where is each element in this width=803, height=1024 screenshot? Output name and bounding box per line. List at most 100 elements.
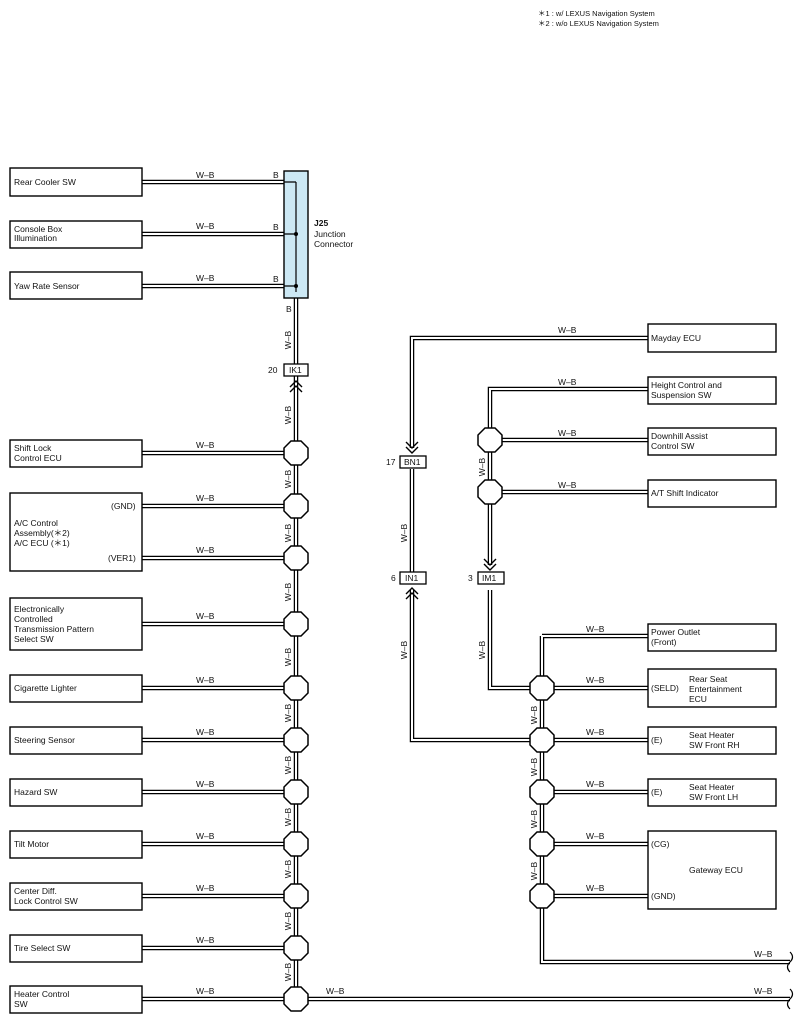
splice-octagon [283, 831, 309, 857]
j25-pin-label: B [286, 304, 292, 314]
component-label: Tilt Motor [14, 839, 49, 849]
connector-in1-name: IN1 [405, 573, 419, 583]
j25-splice-dot [294, 232, 298, 236]
splice-octagon [283, 883, 309, 909]
wire-color-label: W–B [754, 949, 773, 959]
component-label: Lock Control SW [14, 896, 78, 906]
component-center-diff-lock-control-sw: Center Diff. Lock Control SW [9, 882, 143, 911]
j25-pin-label: B [273, 222, 279, 232]
component-rear-seat-entertainment-ecu: Rear Seat Entertainment ECU (SELD) [647, 668, 777, 708]
component-power-outlet-front: Power Outlet (Front) [647, 623, 777, 652]
component-label: ECU [689, 694, 707, 704]
component-downhill-assist-control-sw: Downhill Assist Control SW [647, 427, 777, 456]
wire-color-label: W–B [529, 757, 539, 776]
wire-color-label: W–B [558, 377, 577, 387]
wire-color-label: W–B [283, 469, 293, 488]
wire-color-label: W–B [283, 703, 293, 722]
wire-color-labels: W–B W–B W–B W–B W–B W–B W–B W–B W–B W–B W–B W–B W–B W… [196, 170, 773, 996]
component-label: Tire Select SW [14, 943, 70, 953]
component-label: Entertainment [689, 684, 743, 694]
splice-octagon [283, 440, 309, 466]
component-tilt-motor: Tilt Motor [9, 830, 143, 859]
terminal-label: (SELD) [651, 683, 679, 693]
splice-octagon [529, 675, 555, 701]
wire-color-label: W–B [586, 624, 605, 634]
component-console-box-illumination: Console Box Illumination [9, 220, 143, 249]
splice-octagon [283, 493, 309, 519]
splice-octagon [283, 545, 309, 571]
component-transmission-pattern-select-sw: Electronically Controlled Transmission P… [9, 597, 143, 651]
connector-bn1: BN1 17 [386, 441, 427, 469]
component-label: SW [14, 999, 28, 1009]
component-label: Rear Seat [689, 674, 728, 684]
splice-octagon [529, 831, 555, 857]
terminal-label: (CG) [651, 839, 670, 849]
component-height-control-suspension-sw: Height Control and Suspension SW [647, 376, 777, 405]
component-label: Cigarette Lighter [14, 683, 77, 693]
connector-in1: IN1 6 [391, 571, 427, 600]
wire-color-label: W–B [283, 962, 293, 981]
wire-color-label: W–B [196, 273, 215, 283]
component-label: Console Box [14, 224, 63, 234]
junction-connector-j25: J25 Junction Connector B B B B [273, 170, 353, 314]
wire-color-label: W–B [196, 170, 215, 180]
wire-color-label: W–B [283, 755, 293, 774]
component-label: Suspension SW [651, 390, 711, 400]
note-no-navigation: ＊2 : w/o LEXUS Navigation System [538, 19, 659, 28]
terminal-label: (GND) [111, 501, 136, 511]
wire-color-label: W–B [196, 831, 215, 841]
component-label: A/T Shift Indicator [651, 488, 719, 498]
terminal-label: (E) [651, 787, 663, 797]
wire-color-label: W–B [283, 523, 293, 542]
component-label: Mayday ECU [651, 333, 701, 343]
connector-in1-pin: 6 [391, 573, 396, 583]
component-label: Yaw Rate Sensor [14, 281, 80, 291]
connector-arrow-icon [405, 587, 419, 600]
component-label: Rear Cooler SW [14, 177, 76, 187]
connector-arrow-icon [405, 441, 419, 454]
splice-octagon [529, 779, 555, 805]
wire-color-label: W–B [196, 727, 215, 737]
component-steering-sensor: Steering Sensor [9, 726, 143, 755]
wire-color-label: W–B [477, 457, 487, 476]
component-rear-cooler-sw: Rear Cooler SW [9, 167, 143, 197]
splice-octagon [283, 935, 309, 961]
wire-color-label: W–B [283, 911, 293, 930]
component-label: Power Outlet [651, 627, 701, 637]
wire-color-label: W–B [283, 647, 293, 666]
connector-im1: IM1 3 [468, 558, 505, 585]
component-label: Electronically [14, 604, 65, 614]
wire-color-label: W–B [196, 493, 215, 503]
wire-color-label: W–B [196, 986, 215, 996]
terminal-label: (GND) [651, 891, 676, 901]
wire-color-label: W–B [196, 440, 215, 450]
note-navigation: ＊1 : w/ LEXUS Navigation System [538, 9, 655, 18]
wire-color-label: W–B [196, 221, 215, 231]
wire-color-label: W–B [529, 861, 539, 880]
splice-octagon [529, 883, 555, 909]
connector-bn1-pin: 17 [386, 457, 396, 467]
wire-continuation-mark-upper [786, 951, 794, 973]
wire-color-label: W–B [477, 640, 487, 659]
connector-im1-name: IM1 [482, 573, 496, 583]
connector-im1-pin: 3 [468, 573, 473, 583]
wire-color-label: W–B [529, 705, 539, 724]
splice-octagon [477, 427, 503, 453]
terminal-label: (E) [651, 735, 663, 745]
component-label: Hazard SW [14, 787, 57, 797]
component-mayday-ecu: Mayday ECU [647, 323, 777, 353]
connector-ik1-name: IK1 [289, 365, 302, 375]
wire-color-label: W–B [283, 582, 293, 601]
connector-ik1: IK1 20 [268, 363, 309, 393]
wire-layer [142, 179, 790, 1002]
wire-color-label: W–B [326, 986, 345, 996]
component-label: Heater Control [14, 989, 69, 999]
wire-color-label: W–B [283, 330, 293, 349]
wire-color-label: W–B [283, 859, 293, 878]
component-at-shift-indicator: A/T Shift Indicator [647, 479, 777, 508]
terminal-label: (VER1) [108, 553, 136, 563]
component-gateway-ecu: Gateway ECU (CG) (GND) [647, 830, 777, 910]
splice-octagon [529, 727, 555, 753]
wire-color-label: W–B [586, 831, 605, 841]
